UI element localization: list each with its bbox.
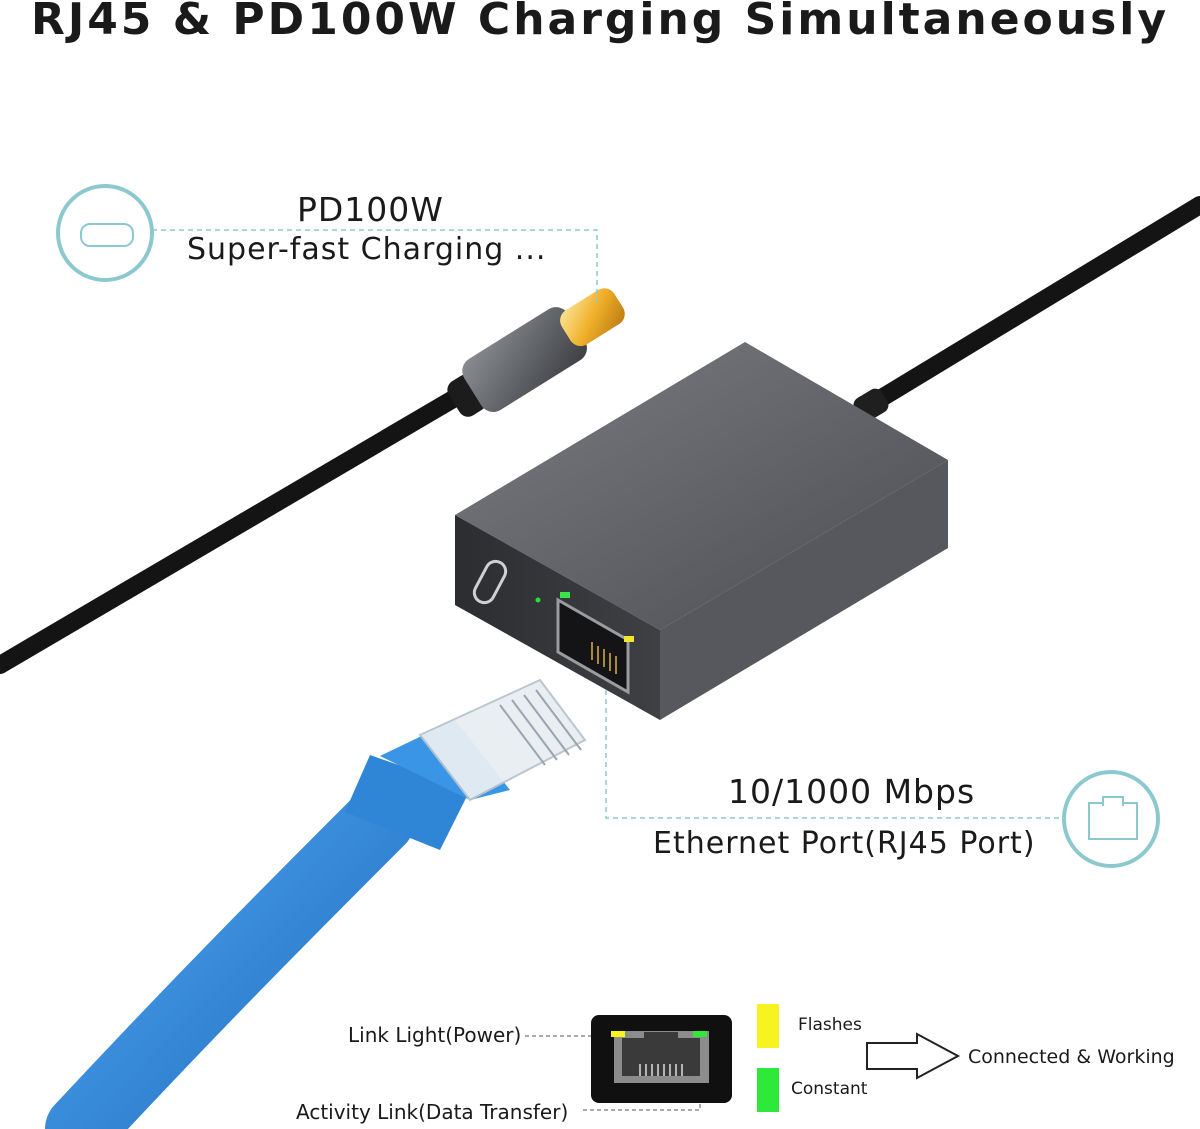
page-title: RJ45 & PD100W Charging Simultaneously [30,0,1170,45]
pd-subtitle: Super-fast Charging ... [187,232,547,267]
usb-c-plug [447,288,625,417]
constant-color-swatch [757,1068,779,1112]
link-light-label: Link Light(Power) [348,1023,522,1047]
usb-c-port-icon [56,184,154,282]
rj45-port-icon [1062,770,1160,868]
usb-c-slot-shape [80,223,134,247]
rj45-outline-shape [1088,802,1138,840]
activity-link-label: Activity Link(Data Transfer) [296,1100,569,1124]
arrow-right-icon [866,1032,961,1080]
flashes-label: Flashes [798,1015,862,1035]
ethernet-cable [45,678,587,1129]
usb-c-cable [0,386,469,674]
rj45-legend-port [591,1015,732,1103]
ethernet-heading: 10/1000 Mbps [728,772,976,811]
adapter-cable [853,196,1200,422]
pd-heading: PD100W [297,190,444,229]
ethernet-leader-line [605,690,1062,819]
ethernet-subtitle: Ethernet Port(RJ45 Port) [653,826,1036,861]
connected-working-label: Connected & Working [968,1046,1175,1068]
flashes-color-swatch [757,1004,779,1048]
adapter-body [455,342,948,720]
pd-leader-line [152,229,598,305]
rj45-tab-shape [1102,796,1124,806]
constant-label: Constant [791,1079,868,1099]
